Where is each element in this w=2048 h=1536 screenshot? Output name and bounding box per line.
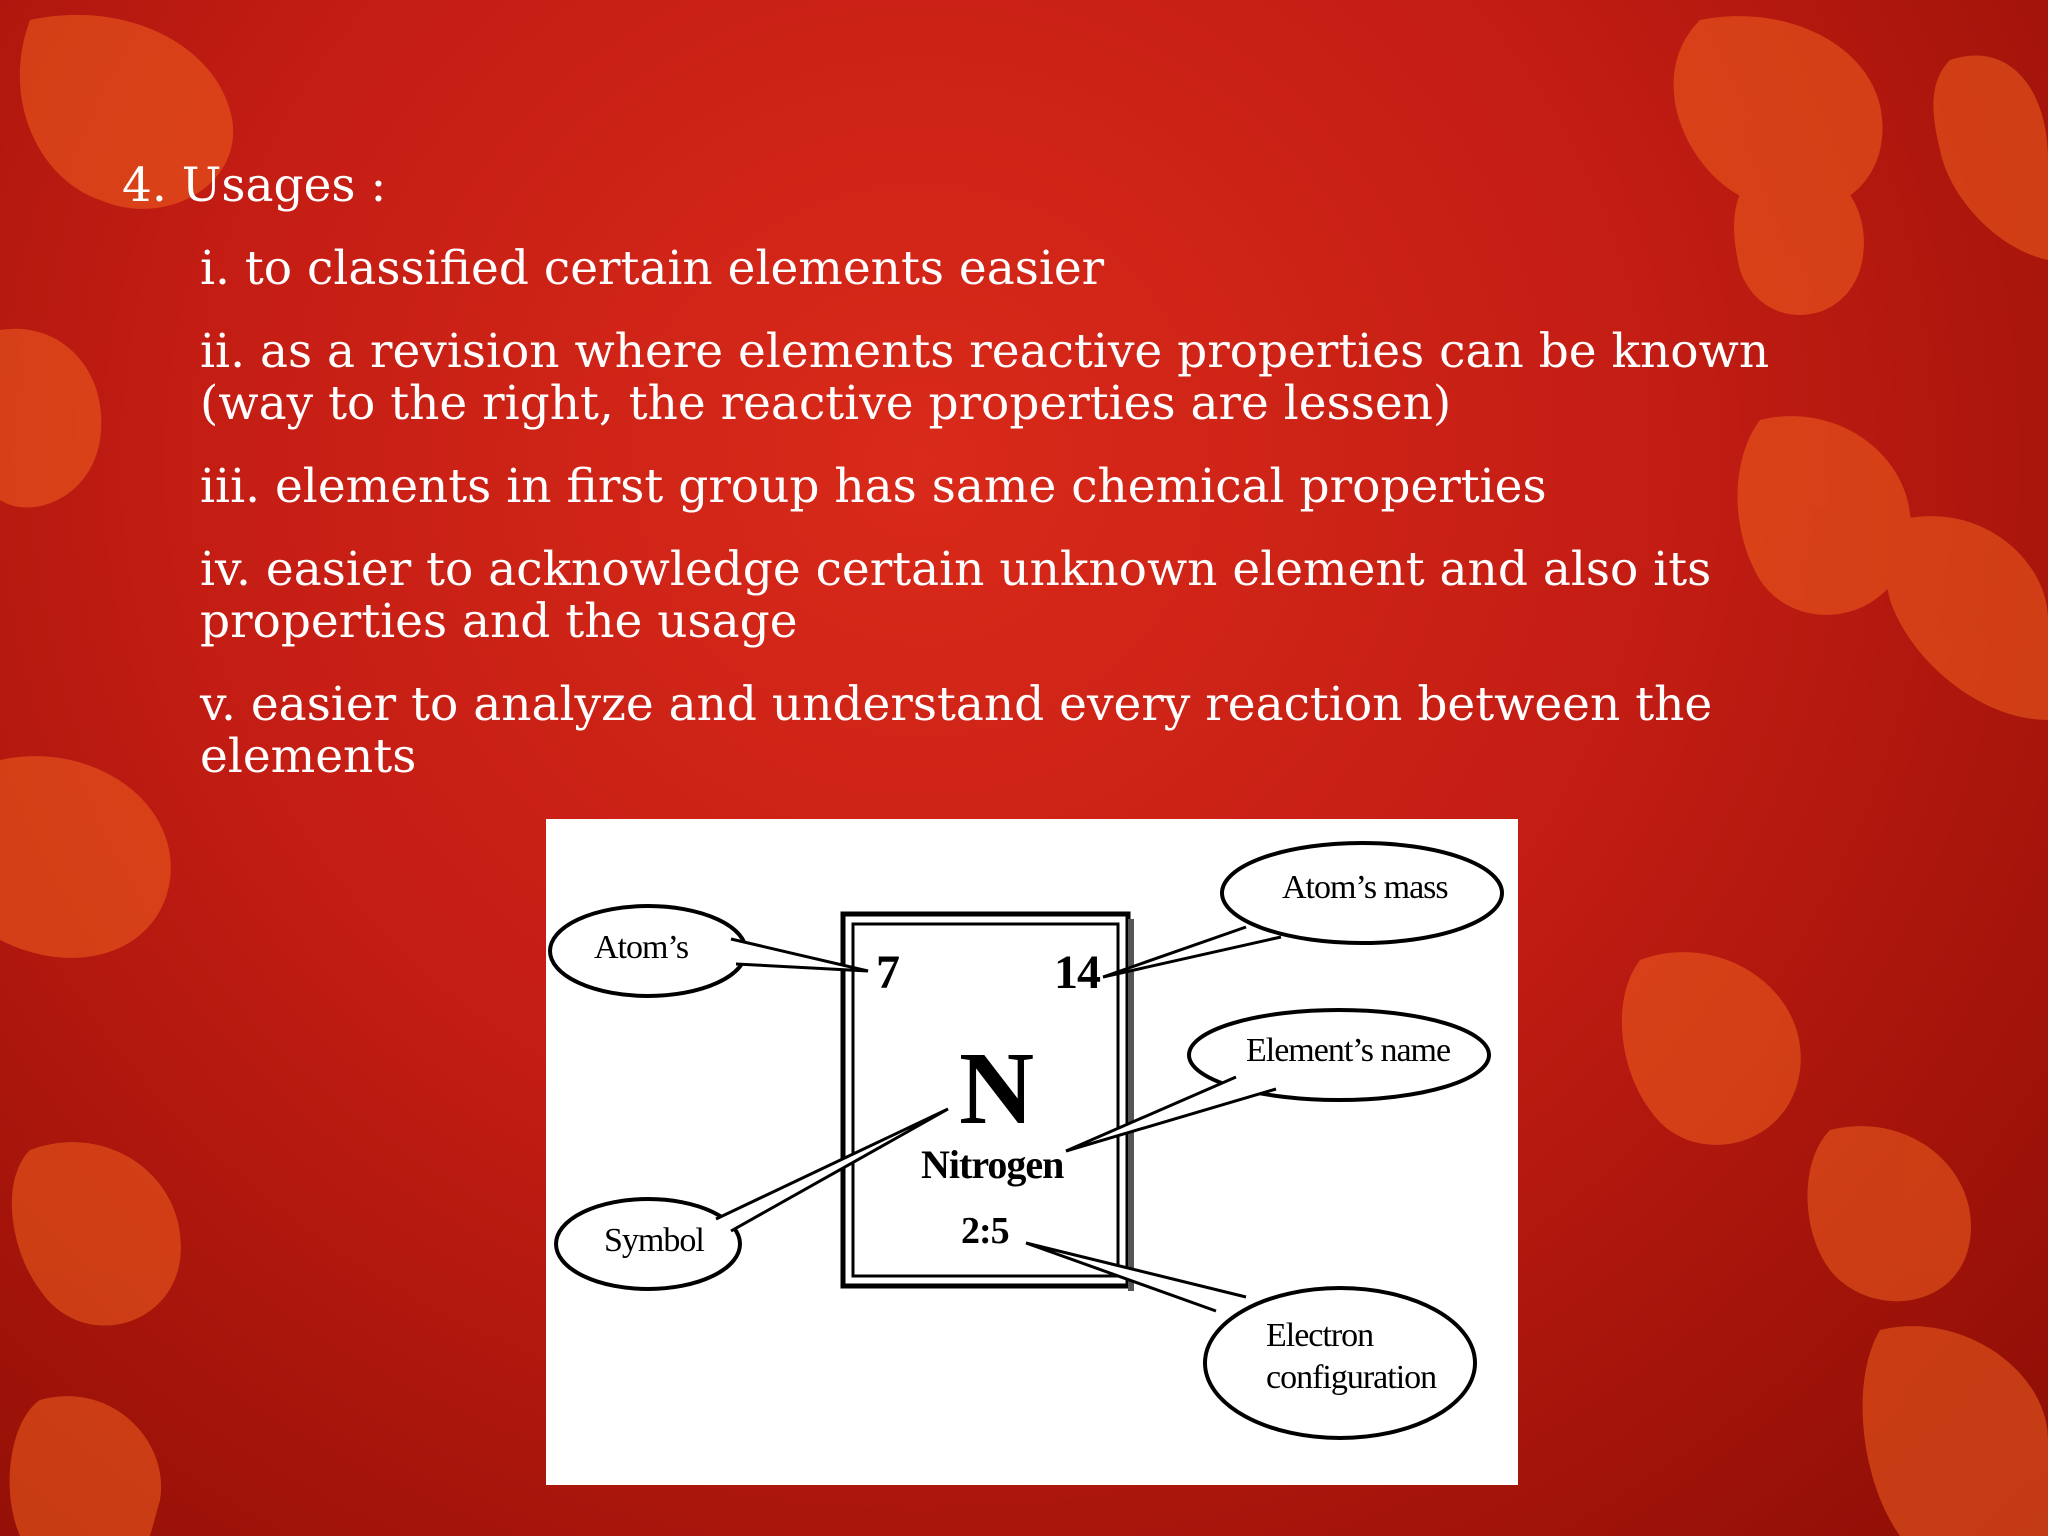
atomic-number: 7: [876, 946, 900, 999]
callout-symbol-bubble: [554, 1197, 742, 1291]
callout-name-label: Element’s name: [1246, 1032, 1451, 1069]
diagram-drawing: [548, 841, 1504, 1440]
element-symbol: N: [959, 1031, 1034, 1146]
electron-configuration: 2:5: [961, 1210, 1010, 1252]
callout-mass-bubble: [1220, 841, 1504, 945]
leaf-shape: [1807, 1126, 1971, 1302]
element-name: Nitrogen: [921, 1142, 1064, 1187]
usage-item-5-line-2: elements: [200, 729, 417, 784]
usage-item-3: iii. elements in first group has same ch…: [200, 459, 1547, 514]
callout-electron-bubble: [1203, 1286, 1477, 1440]
usage-item-2-line-1: ii. as a revision where elements reactiv…: [200, 324, 1770, 379]
callout-electron-label-2: configuration: [1266, 1359, 1437, 1396]
slide-heading: 4. Usages :: [122, 158, 387, 213]
slide-text: 4. Usages : i. to classified certain ele…: [0, 0, 2048, 800]
element-box-shadow: [1128, 919, 1134, 1291]
callout-symbol-label: Symbol: [604, 1222, 705, 1259]
callout-atoms-pointer: [730, 937, 869, 973]
callout-electron-label-1: Electron: [1266, 1317, 1374, 1354]
usage-item-4-line-1: iv. easier to acknowledge certain unknow…: [200, 542, 1712, 597]
usage-item-2-line-2: (way to the right, the reactive properti…: [200, 376, 1452, 431]
usage-item-1: i. to classified certain elements easier: [200, 241, 1105, 296]
callout-mass-label: Atom’s mass: [1282, 869, 1449, 906]
leaf-shape: [1621, 952, 1801, 1145]
leaf-shape: [11, 1142, 181, 1326]
element-box-inner: [851, 922, 1120, 1278]
leaf-shape: [9, 1396, 162, 1536]
atomic-mass: 14: [1054, 946, 1101, 999]
leaf-shape: [1862, 1326, 2048, 1536]
usage-item-4-line-2: properties and the usage: [200, 594, 798, 649]
callout-mass-pointer: [1102, 925, 1282, 979]
callout-symbol-pointer: [715, 1107, 949, 1233]
callout-name-bubble: [1187, 1008, 1491, 1102]
usage-item-5-line-1: v. easier to analyze and understand ever…: [200, 677, 1713, 732]
callout-electron-pointer: [1025, 1241, 1247, 1313]
callout-atoms-label: Atom’s: [594, 929, 689, 966]
callout-name-pointer: [1065, 1075, 1277, 1153]
nitrogen-element-diagram: 7 14 N Nitrogen 2:5 Atom’s Atom’s mass E…: [546, 819, 1518, 1485]
